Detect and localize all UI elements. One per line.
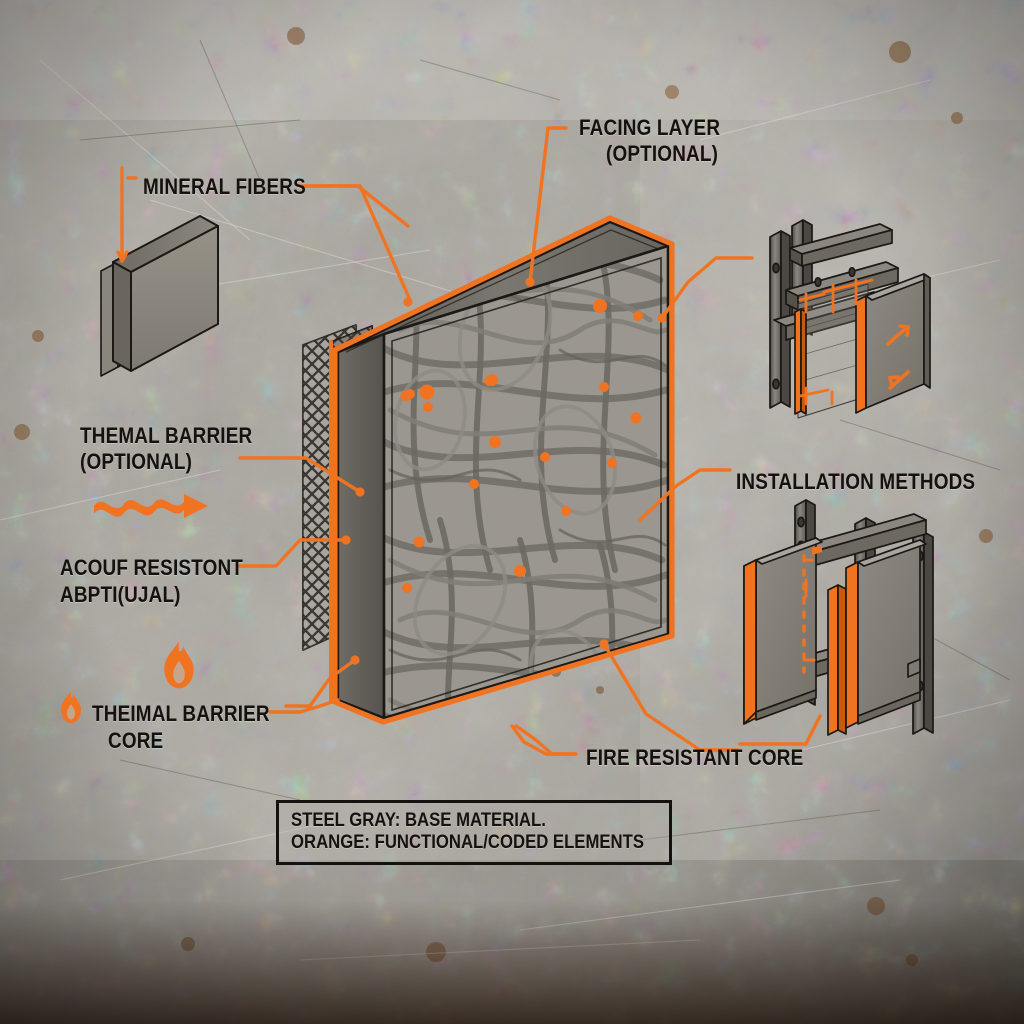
label-theimal-core-2: CORE	[108, 728, 164, 753]
legend-box: STEEL GRAY: BASE MATERIAL. ORANGE: FUNCT…	[276, 800, 672, 866]
flame-icon	[61, 691, 81, 723]
leader-acoustic	[236, 538, 348, 568]
label-themal-barrier-opt: (OPTIONAL)	[80, 449, 193, 474]
legend-line-1: STEEL GRAY: BASE MATERIAL.	[291, 810, 546, 831]
direction-arrows	[886, 324, 911, 390]
label-installation: INSTALLATION METHODS	[736, 469, 976, 494]
leader-dots	[341, 277, 667, 665]
alignment-marks	[798, 278, 874, 406]
core-accent-dots	[400, 299, 643, 593]
label-abptioual: ABPTI(UJAL)	[60, 582, 181, 607]
label-facing-layer-opt: (OPTIONAL)	[606, 141, 719, 166]
legend-line-2: ORANGE: FUNCTIONAL/CODED ELEMENTS	[291, 832, 644, 854]
leader-fire-right	[738, 714, 822, 746]
orange-nub	[812, 545, 822, 555]
label-fire-core: FIRE RESISTANT CORE	[586, 745, 804, 770]
leader-fire-core-5	[602, 642, 740, 752]
leader-install-c	[638, 468, 732, 522]
heat-wave-arrow-icon	[94, 494, 208, 518]
label-themal-barrier: THEMAL BARRIER	[80, 423, 253, 448]
leader-install-b	[660, 256, 754, 320]
leader-core-2	[284, 658, 357, 708]
leader-mineral-to-panel	[298, 184, 412, 302]
label-theimal-core: THEIMAL BARRIER	[92, 701, 270, 726]
flame-icon	[164, 641, 194, 689]
leader-fire-core-4	[604, 644, 740, 752]
leader-thermal	[238, 456, 362, 494]
leader-core-left	[268, 698, 340, 714]
orange-connector	[802, 558, 816, 662]
label-mineral-fibers: MINERAL FIBERS	[143, 174, 306, 199]
label-acouf-resistont: ACOUF RESISTONT	[60, 555, 244, 580]
label-facing-layer: FACING LAYER	[579, 115, 721, 140]
leader-mineral-right	[308, 184, 410, 228]
leader-facing	[528, 126, 568, 284]
